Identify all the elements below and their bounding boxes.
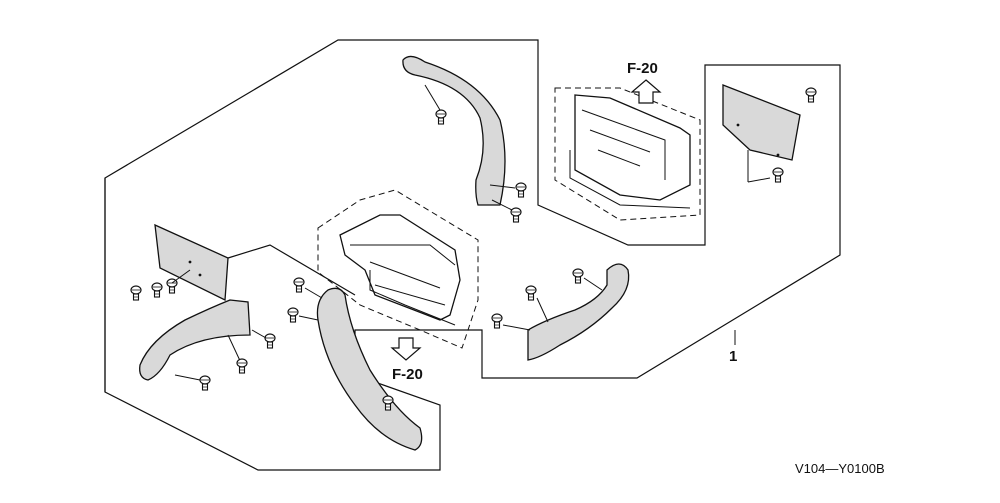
part-number-label: 1 — [729, 348, 737, 365]
reference-box-top — [554, 87, 701, 221]
bolt-icon — [772, 167, 784, 183]
top-mounting-bracket — [574, 94, 691, 201]
bolt-icon — [510, 207, 522, 223]
upper-curved-guard — [402, 55, 506, 206]
bolt-icon — [293, 277, 305, 293]
left-group-outline — [104, 178, 356, 392]
bolt-icon — [287, 307, 299, 323]
bolt-icon — [435, 109, 447, 125]
bolt-icon — [236, 358, 248, 374]
lower-curved-guard — [316, 287, 423, 451]
left-curved-guard — [139, 299, 251, 381]
down-arrow-icon — [390, 337, 422, 361]
bolt-icon — [166, 278, 178, 294]
bolt-icon — [572, 268, 584, 284]
bolt-icon — [525, 285, 537, 301]
assembly-outline — [104, 39, 841, 471]
bolt-icon — [199, 375, 211, 391]
diagram-code: V104—Y0100B — [795, 461, 885, 476]
bolt-icon — [151, 282, 163, 298]
left-guard-plate — [154, 223, 229, 302]
bolt-icon — [264, 333, 276, 349]
bolt-icon — [515, 182, 527, 198]
bolt-icon — [130, 285, 142, 301]
right-curved-guard — [527, 263, 630, 361]
up-arrow-icon — [630, 79, 662, 104]
center-mounting-bracket — [339, 214, 461, 321]
bolt-icon — [491, 313, 503, 329]
reference-label-top: F-20 — [627, 60, 658, 77]
rear-guard-plate — [722, 84, 801, 161]
reference-label-bottom: F-20 — [392, 366, 423, 383]
bolt-icon — [805, 87, 817, 103]
